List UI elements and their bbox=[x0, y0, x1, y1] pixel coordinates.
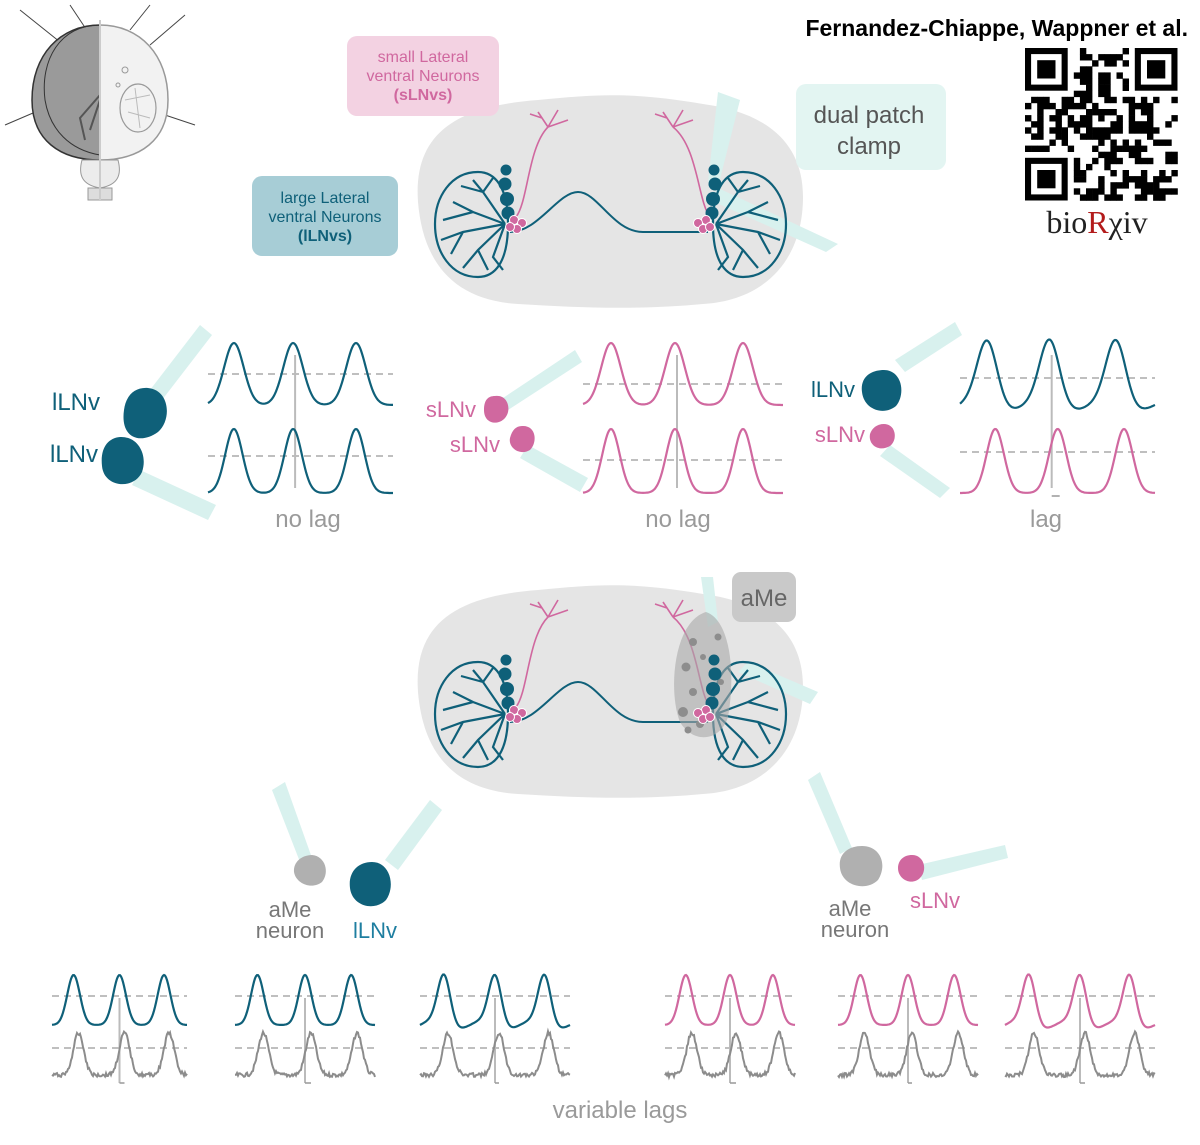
trace-panel bbox=[51, 973, 188, 1084]
pair-result-label: no lag bbox=[275, 506, 340, 533]
brain-diagram-top bbox=[417, 92, 838, 308]
cell-label: sLNv bbox=[450, 432, 500, 457]
svg-text:aMe: aMe bbox=[829, 896, 872, 921]
trace-panel bbox=[837, 973, 979, 1084]
svg-text:large Lateral: large Lateral bbox=[281, 190, 370, 207]
svg-text:sLNv: sLNv bbox=[910, 888, 960, 913]
slnvs-label-box: small Lateral ventral Neurons (sLNvs) bbox=[347, 36, 499, 116]
fly-head-illustration bbox=[4, 4, 196, 201]
trace-panel bbox=[1004, 973, 1156, 1084]
svg-text:ventral Neurons: ventral Neurons bbox=[269, 209, 382, 226]
svg-text:ventral Neurons: ventral Neurons bbox=[367, 68, 480, 85]
pair-llnv-llnv: lLNv lLNv no lag bbox=[50, 325, 393, 533]
cell-label: lLNv bbox=[52, 389, 100, 416]
llnvs-label-box: large Lateral ventral Neurons (lLNvs) bbox=[252, 176, 398, 256]
svg-text:(sLNvs): (sLNvs) bbox=[394, 87, 453, 104]
pair-llnv-slnv: lLNv sLNv lag bbox=[811, 322, 1156, 533]
ame-slnv-pair: aMe neuron sLNv bbox=[808, 772, 1008, 942]
brain-diagram-bottom bbox=[417, 577, 818, 798]
svg-text:aMe: aMe bbox=[269, 897, 312, 922]
cell-label: sLNv bbox=[815, 422, 865, 447]
ame-label-box: aMe bbox=[732, 572, 796, 622]
cell-label: lLNv bbox=[811, 377, 855, 402]
pair-result-label: no lag bbox=[645, 506, 710, 533]
trace-panel bbox=[664, 973, 796, 1084]
svg-text:clamp: clamp bbox=[837, 133, 901, 160]
pair-result-label: lag bbox=[1030, 506, 1062, 533]
biorxiv-logo[interactable]: bioRχiv bbox=[1046, 204, 1147, 240]
pair-slnv-slnv: sLNv sLNv no lag bbox=[426, 341, 783, 533]
trace-panel bbox=[419, 973, 571, 1084]
svg-text:aMe: aMe bbox=[741, 585, 788, 612]
svg-text:small Lateral: small Lateral bbox=[378, 49, 469, 66]
cell-label: lLNv bbox=[50, 441, 98, 468]
svg-text:(lLNvs): (lLNvs) bbox=[298, 228, 352, 245]
ame-llnv-pair: aMe neuron lLNv bbox=[256, 782, 442, 943]
svg-text:lLNv: lLNv bbox=[353, 918, 397, 943]
variable-lags-label: variable lags bbox=[553, 1097, 688, 1124]
trace-panel bbox=[234, 973, 376, 1084]
svg-text:dual patch: dual patch bbox=[814, 102, 925, 129]
svg-text:neuron: neuron bbox=[821, 917, 890, 942]
cell-label: sLNv bbox=[426, 397, 476, 422]
svg-text:neuron: neuron bbox=[256, 918, 325, 943]
qr-code[interactable] bbox=[1025, 48, 1178, 201]
dual-patch-clamp-label: dual patch clamp bbox=[796, 84, 946, 170]
authors-title: Fernandez-Chiappe, Wappner et al. bbox=[805, 15, 1188, 41]
bottom-trace-panels bbox=[51, 973, 1156, 1084]
